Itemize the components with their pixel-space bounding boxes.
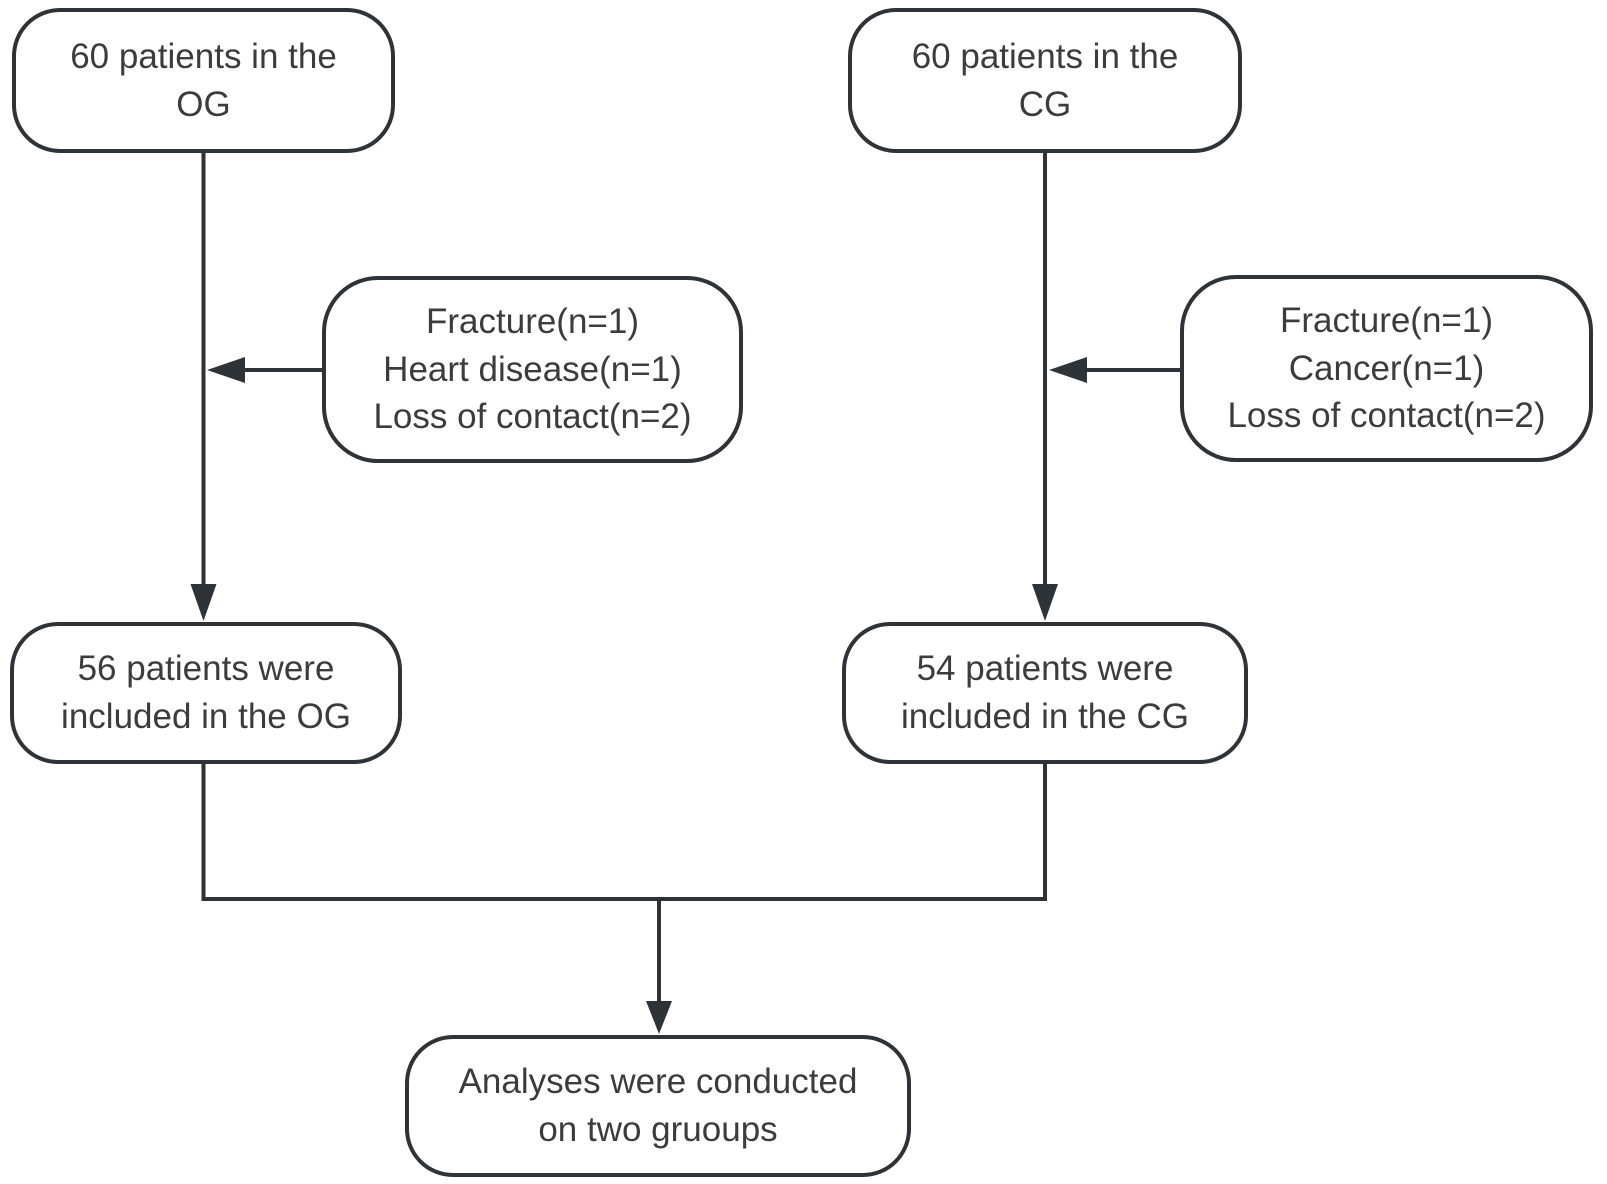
node-cg-start-label: 60 patients in the CG [911,36,1179,124]
node-og-included-label: 56 patients were included in the OG [61,649,351,736]
node-og-included: 56 patients were included in the OG [10,622,402,764]
node-cg-included: 54 patients were included in the CG [842,622,1248,764]
node-analysis: Analyses were conducted on two gruoups [405,1035,911,1177]
node-cg-start: 60 patients in the CG [848,8,1242,153]
node-og-exclusions-label: Fracture(n=1) Heart disease(n=1) Loss of… [373,302,692,437]
merge-line [201,764,1047,901]
node-cg-exclusions-label: Fracture(n=1) Cancer(n=1) Loss of contac… [1227,301,1546,436]
cg-exclusion-arrowhead-icon [1049,357,1087,383]
node-og-start-label: 60 patients in the OG [70,36,337,124]
node-cg-included-label: 54 patients were included in the CG [901,649,1189,736]
node-analysis-label: Analyses were conducted on two gruoups [458,1062,858,1149]
node-og-start: 60 patients in the OG [12,8,395,153]
og-exclusion-arrowhead-icon [207,357,245,383]
og-flow-arrowhead-icon [190,584,217,621]
node-cg-exclusions: Fracture(n=1) Cancer(n=1) Loss of contac… [1180,275,1593,462]
cg-flow-arrowhead-icon [1032,584,1058,621]
analysis-arrowhead-icon [646,1001,672,1034]
node-og-exclusions: Fracture(n=1) Heart disease(n=1) Loss of… [322,276,743,463]
